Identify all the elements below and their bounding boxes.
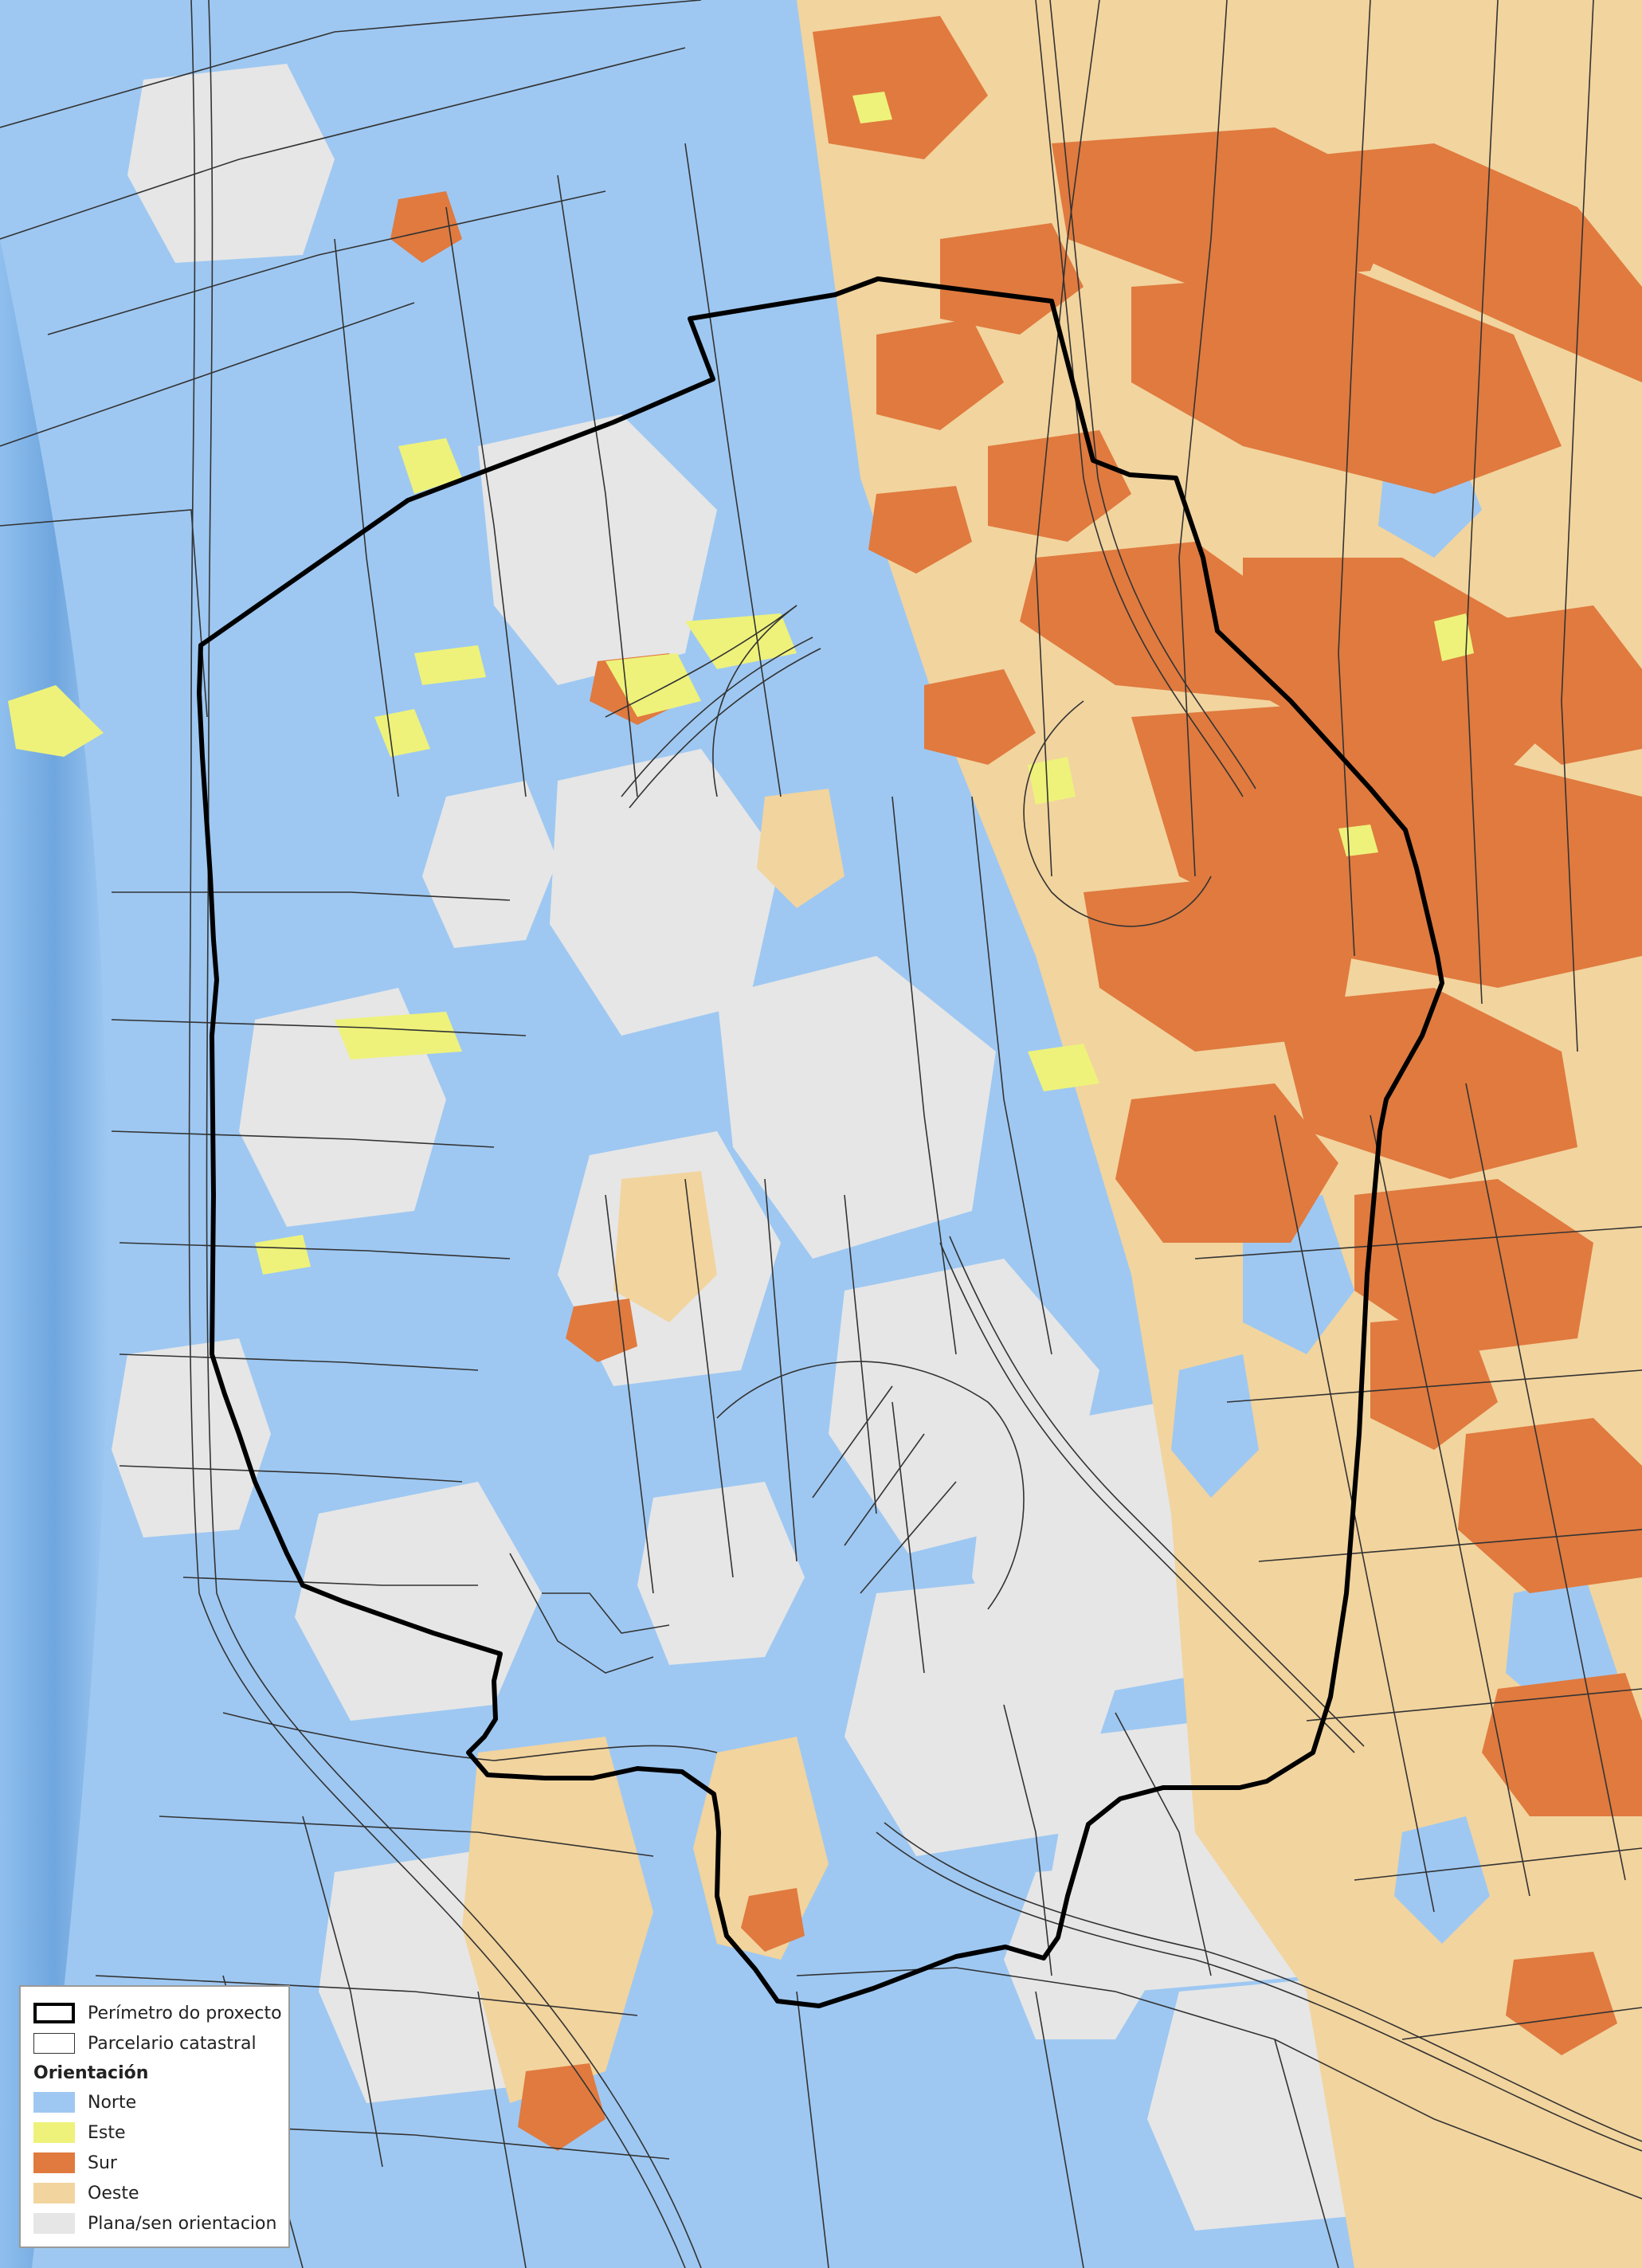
- legend-swatch-parcel: [33, 2033, 75, 2054]
- legend-label-este: Este: [88, 2122, 126, 2143]
- legend-swatch-plana: [33, 2213, 75, 2234]
- legend-label-perimeter: Perímetro do proxecto: [88, 2003, 282, 2023]
- legend-label-parcel: Parcelario catastral: [88, 2033, 257, 2054]
- zone-sur: [390, 16, 1642, 2151]
- project-perimeter[interactable]: [197, 276, 1444, 2008]
- legend-swatch-oeste: [33, 2183, 75, 2203]
- legend-row-norte: Norte: [33, 2087, 276, 2117]
- roads: [188, 0, 1642, 2268]
- legend-row-oeste: Oeste: [33, 2178, 276, 2208]
- legend-row-este: Este: [33, 2117, 276, 2148]
- legend-swatch-perimeter: [33, 2003, 75, 2023]
- legend-swatch-sur: [33, 2152, 75, 2173]
- legend-swatch-este: [33, 2122, 75, 2143]
- legend-row-parcel: Parcelario catastral: [33, 2028, 276, 2058]
- legend-row-plana: Plana/sen orientacion: [33, 2208, 276, 2239]
- legend-label-sur: Sur: [88, 2152, 117, 2173]
- map-legend: Perímetro do proxecto Parcelario catastr…: [19, 1985, 290, 2248]
- legend-row-perimeter: Perímetro do proxecto: [33, 1998, 282, 2028]
- zone-este: [8, 92, 1474, 1275]
- legend-label-plana: Plana/sen orientacion: [88, 2213, 277, 2234]
- legend-label-oeste: Oeste: [88, 2183, 139, 2203]
- legend-label-norte: Norte: [88, 2092, 137, 2113]
- legend-swatch-norte: [33, 2092, 75, 2113]
- legend-row-sur: Sur: [33, 2148, 276, 2178]
- legend-title-orientation: Orientación: [33, 2062, 149, 2083]
